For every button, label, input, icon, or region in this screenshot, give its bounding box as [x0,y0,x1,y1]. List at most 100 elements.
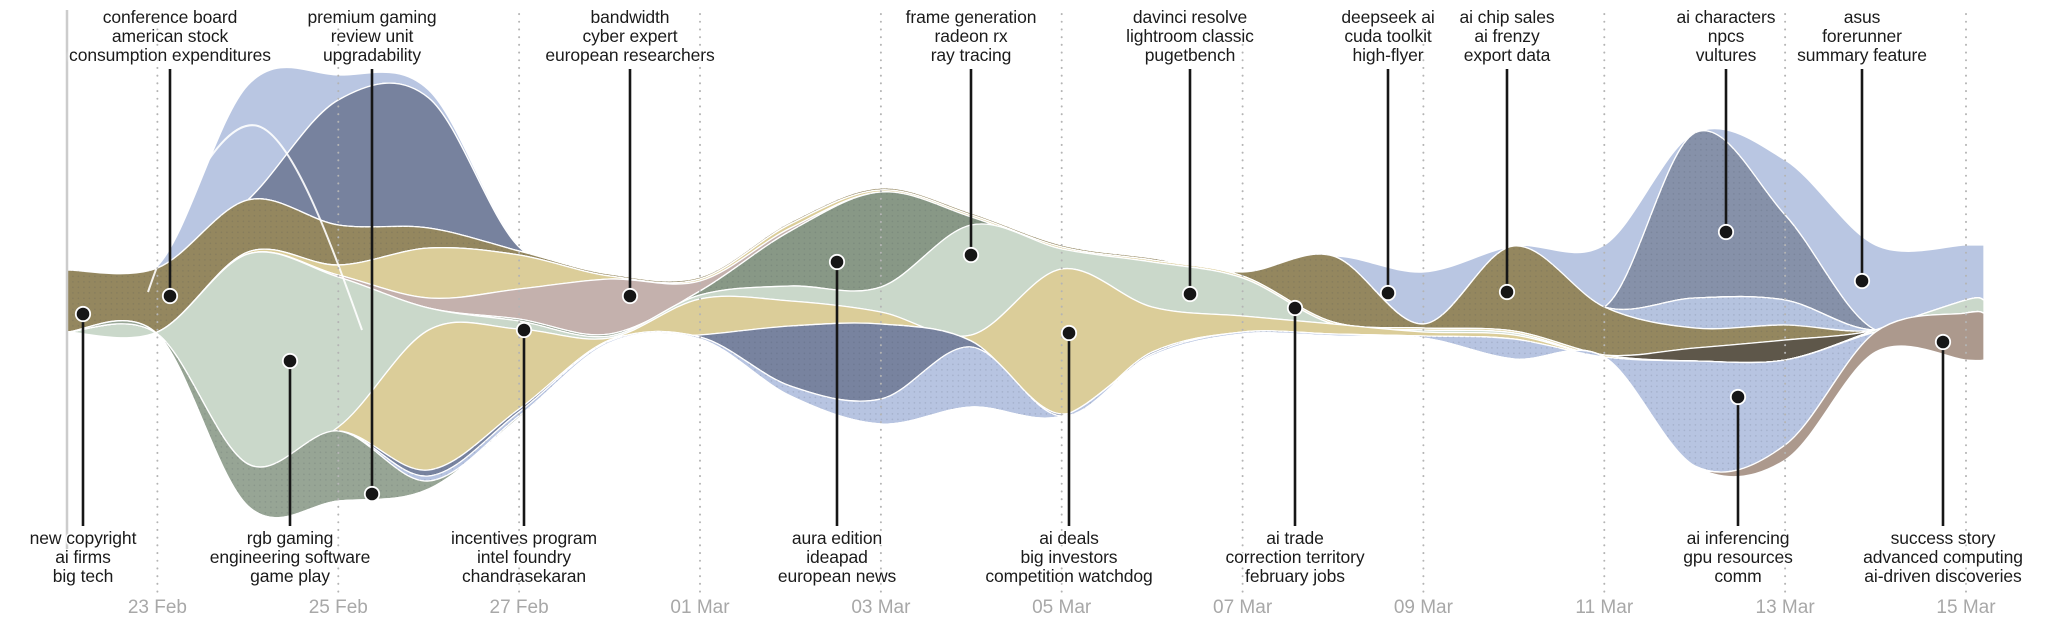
annotation-label-line: american stock [111,26,229,46]
annotation-label-line: big investors [1020,547,1118,567]
annotation-label-line: ai inferencing [1686,528,1790,548]
annotation-label-line: intel foundry [476,547,572,567]
callout-dot [161,287,179,305]
annotation-label-line: competition watchdog [985,566,1153,586]
x-tick-label: 15 Mar [1936,597,1996,618]
callout-lines [74,69,1952,526]
x-tick-label: 09 Mar [1393,597,1453,618]
annotation-label-line: ai trade [1266,528,1324,548]
annotation-label-line: rgb gaming [246,528,334,548]
annotation-label-line: pugetbench [1144,45,1236,65]
annotation-label-line: asus [1843,7,1881,27]
stream-layer-taupe [66,310,1985,519]
annotation-label-line: ai frenzy [1474,26,1540,46]
annotation-label-line: game play [250,566,330,586]
annotation-label-line: ai chip sales [1459,7,1555,27]
annotation-label-line: lightroom classic [1126,26,1254,46]
annotation-label-line: export data [1463,45,1551,65]
annotation-label-line: european news [777,566,897,586]
annotation-label-line: radeon rx [934,26,1008,46]
x-tick-label: 27 Feb [489,597,549,618]
annotation-label-line: advanced computing [1863,547,2023,567]
annotation-label-line: ray tracing [930,45,1012,65]
stream-layers [66,66,1985,519]
annotation-label-line: correction territory [1225,547,1365,567]
annotation-label-line: february jobs [1245,566,1345,586]
callout-dot [363,485,381,503]
annotation-label-line: ai-driven discoveries [1864,566,2022,586]
x-tick-label: 03 Mar [851,597,911,618]
annotation-label-line: ideapad [806,547,868,567]
callout-dot [621,287,639,305]
annotation-label-line: big tech [52,566,114,586]
annotation-label-line: frame generation [905,7,1037,27]
callout-dot [962,246,980,264]
annotation-label-line: deepseek ai [1341,7,1435,27]
callout-dot [281,352,299,370]
callout-dot [828,253,846,271]
annotation-label-line: cyber expert [582,26,678,46]
callout-dot [1286,299,1304,317]
callout-dot [1853,272,1871,290]
annotation-label-line: comm [1714,566,1762,586]
annotation-label-line: aura edition [791,528,883,548]
annotation-label-line: bandwidth [590,7,670,27]
annotation-label-line: incentives program [450,528,598,548]
stream-layer-texture-gray-sage-bottom [67,311,1984,518]
stream-layer-texture-periwinkle-mid [67,187,1984,332]
x-tick-label: 13 Mar [1755,597,1815,618]
annotation-label-line: davinci resolve [1132,7,1248,27]
x-tick-label: 01 Mar [670,597,730,618]
stream-layer-texture-periwinkle-lower [67,311,1984,482]
callout-dot [1060,324,1078,342]
annotation-label-line: cuda toolkit [1344,26,1432,46]
annotation-label-line: high-flyer [1352,45,1424,65]
annotation-label-line: vultures [1695,45,1757,65]
callout-dot [74,305,92,323]
annotation-label-line: chandrasekaran [461,566,587,586]
annotation-label-line: forerunner [1822,26,1902,46]
callout-dot [1717,223,1735,241]
stream-layer-texture-brown-khaki [67,187,1984,356]
annotation-label-line: new copyright [29,528,137,548]
annotation-label-line: conference board [102,7,238,27]
annotation-label-line: ai characters [1676,7,1776,27]
x-tick-label: 23 Feb [127,597,187,618]
x-tick-label: 05 Mar [1032,597,1092,618]
annotation-label-line: review unit [330,26,414,46]
x-tick-label: 25 Feb [308,597,368,618]
callout-dot [1181,285,1199,303]
stream-inner-highlight [147,124,363,331]
annotation-label-line: consumption expenditures [69,45,271,65]
callout-dot [1729,388,1747,406]
annotation-label-line: premium gaming [307,7,437,27]
x-tick-label: 11 Mar [1575,597,1634,618]
annotation-label-line: european researchers [545,45,715,65]
callout-dot [515,321,533,339]
annotation-label-line: ai firms [55,547,111,567]
annotation-label-line: ai deals [1039,528,1099,548]
x-tick-label: 07 Mar [1213,597,1273,618]
annotation-label-line: npcs [1707,26,1745,46]
annotation-label-line: summary feature [1797,45,1927,65]
callout-dot [1934,333,1952,351]
annotation-label-line: success story [1890,528,1996,548]
callout-dot [1379,284,1397,302]
